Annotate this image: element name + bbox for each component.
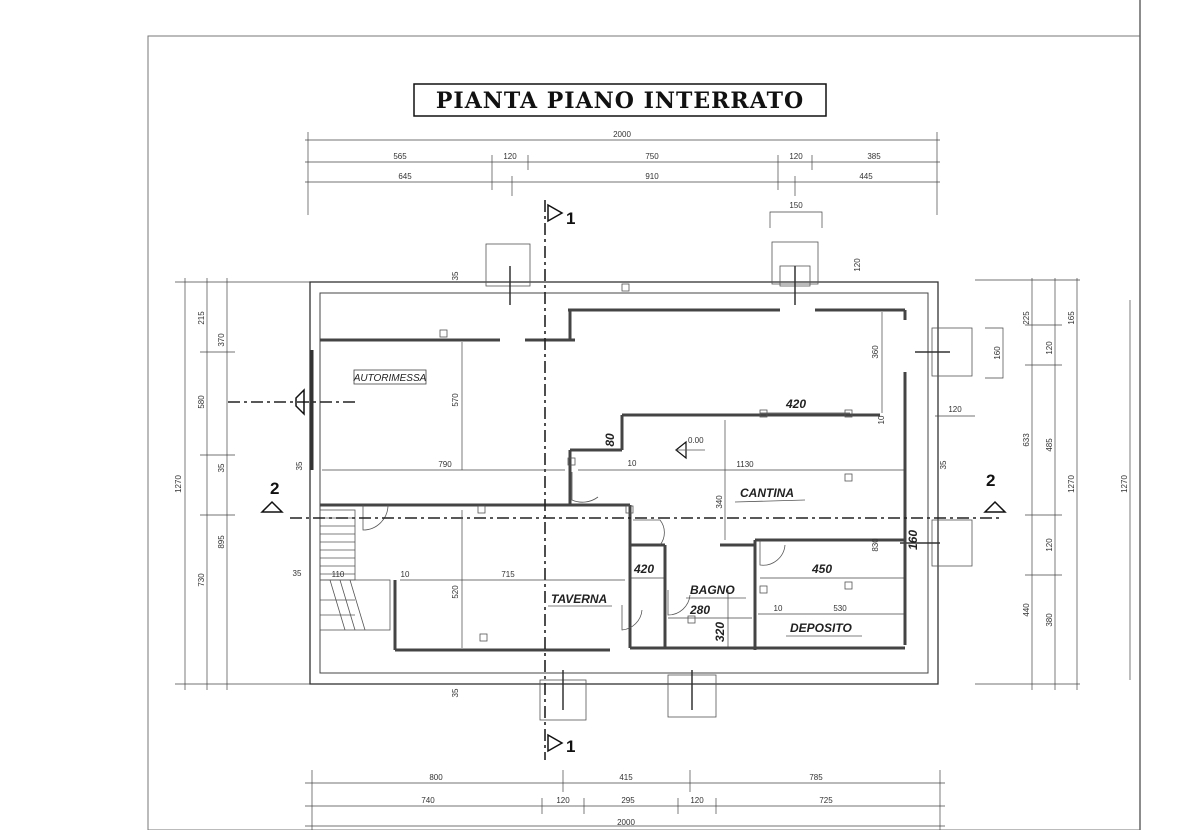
dim-570: 570 — [451, 393, 460, 407]
dim-bot-r2-1: 120 — [556, 796, 570, 805]
dim-left-total: 1270 — [174, 475, 183, 493]
section-1-top-label: 1 — [566, 209, 575, 228]
dim-520: 520 — [451, 585, 460, 599]
dim-420-top: 420 — [785, 397, 806, 411]
dim-right-a1: 120 — [1045, 341, 1054, 355]
dim-left-b0: 895 — [217, 535, 226, 549]
room-cantina: CANTINA — [740, 486, 794, 500]
dim-left-a2: 580 — [197, 395, 206, 409]
dim-bot-total: 2000 — [617, 818, 635, 827]
sheet-frame — [147, 35, 1141, 830]
dim-right-a3: 120 — [1045, 538, 1054, 552]
structural-columns — [439, 283, 853, 642]
room-deposito: DEPOSITO — [790, 621, 852, 635]
dim-10-d: 10 — [877, 415, 886, 424]
dim-left-a4: 730 — [197, 573, 206, 587]
level-marker: 0.00 — [675, 436, 705, 460]
dim-bot-r2-2: 295 — [621, 796, 635, 805]
dim-110: 110 — [332, 570, 345, 579]
dim-right-b2: 440 — [1022, 603, 1031, 617]
dim-top-r1-1: 120 — [503, 152, 517, 161]
dim-left-a0: 215 — [197, 311, 206, 325]
section-marker-2-left: 2 — [260, 479, 284, 513]
dim-far-right-total: 1270 — [1120, 475, 1129, 493]
dim-top-box-width: 150 — [789, 201, 803, 210]
dim-bot-r2-4: 725 — [819, 796, 833, 805]
room-bagno: BAGNO — [690, 583, 735, 597]
dim-right-a4: 380 — [1045, 613, 1054, 627]
dim-830: 830 — [871, 538, 880, 552]
dim-450: 450 — [811, 562, 832, 576]
dim-top-r1-0: 565 — [393, 152, 407, 161]
dim-top-r2-0: 645 — [398, 172, 412, 181]
level-value: 0.00 — [688, 436, 704, 445]
dim-320: 320 — [713, 622, 727, 642]
dim-340: 340 — [715, 495, 724, 509]
interior-dimensions: 790 1130 570 715 520 420 420 450 280 530… — [293, 258, 975, 697]
dim-right-a0: 225 — [1022, 311, 1031, 325]
room-labels: AUTORIMESSA CANTINA TAVERNA BAGNO DEPOSI… — [353, 369, 862, 637]
dim-bot-r1-1: 415 — [619, 773, 633, 782]
dim-35-e: 35 — [939, 460, 948, 469]
dim-top-r1-3: 120 — [789, 152, 803, 161]
dim-bot-r1-2: 785 — [809, 773, 823, 782]
dim-10-c: 10 — [774, 604, 783, 613]
plan-title: PIANTA PIANO INTERRATO — [436, 88, 804, 114]
title-box — [413, 83, 827, 117]
dim-top-r2-1: 910 — [645, 172, 659, 181]
room-autorimessa: AUTORIMESSA — [353, 373, 427, 384]
section-marker-1-bottom: 1 — [547, 733, 575, 756]
dim-35-d: 35 — [451, 688, 460, 697]
dim-420-bagno: 420 — [633, 562, 654, 576]
section-2-right-label: 2 — [986, 471, 995, 490]
dim-360: 360 — [871, 345, 880, 359]
dim-35-c: 35 — [293, 569, 302, 578]
dim-10-b: 10 — [401, 570, 410, 579]
dim-120-side: 120 — [853, 258, 862, 272]
bottom-dimensions: 800 415 785 740 120 295 120 725 2000 — [305, 770, 945, 830]
left-entrance-arrow — [295, 388, 305, 416]
dim-top-r1-2: 750 — [645, 152, 659, 161]
door-swings — [362, 472, 786, 631]
building-walls — [309, 241, 973, 721]
dim-right-total: 1270 — [1067, 475, 1076, 493]
right-dimensions: 225 120 485 120 380 165 633 440 1270 127… — [975, 278, 1131, 690]
dim-790: 790 — [438, 460, 452, 469]
dim-1130: 1130 — [736, 460, 754, 469]
dim-35-a: 35 — [451, 271, 460, 280]
section-1-bottom-label: 1 — [566, 737, 575, 756]
dim-left-a1: 370 — [217, 333, 226, 347]
top-dimensions: 2000 565 120 750 120 385 645 910 445 150 — [305, 130, 940, 228]
dim-top-r2-2: 445 — [859, 172, 873, 181]
dim-35-b: 35 — [295, 461, 304, 470]
dim-right-b1: 633 — [1022, 433, 1031, 447]
dim-120-right: 120 — [948, 405, 962, 414]
room-taverna: TAVERNA — [551, 592, 607, 606]
dim-530: 530 — [833, 604, 847, 613]
dim-top-total: 2000 — [613, 130, 631, 139]
dim-160: 160 — [906, 530, 920, 550]
dim-right-b0: 165 — [1067, 311, 1076, 325]
left-dimensions: 1270 215 370 580 35 730 895 — [174, 278, 310, 690]
dim-right-a2: 485 — [1045, 438, 1054, 452]
dim-right-side-box: 160 — [993, 346, 1002, 360]
dim-80: 80 — [603, 433, 617, 447]
dim-left-a3: 35 — [217, 463, 226, 472]
interior-walls — [320, 308, 907, 652]
dim-bot-r2-0: 740 — [421, 796, 435, 805]
dim-280: 280 — [689, 603, 710, 617]
section-2-left-label: 2 — [270, 479, 279, 498]
section-lines — [228, 200, 1000, 760]
staircase — [319, 509, 391, 631]
dim-bot-r2-3: 120 — [690, 796, 704, 805]
dim-715: 715 — [501, 570, 515, 579]
dim-bot-r1-0: 800 — [429, 773, 443, 782]
section-marker-2-right: 2 — [983, 471, 1007, 513]
dim-10-a: 10 — [628, 459, 637, 468]
section-marker-1-top: 1 — [547, 203, 575, 228]
dim-top-r1-4: 385 — [867, 152, 881, 161]
